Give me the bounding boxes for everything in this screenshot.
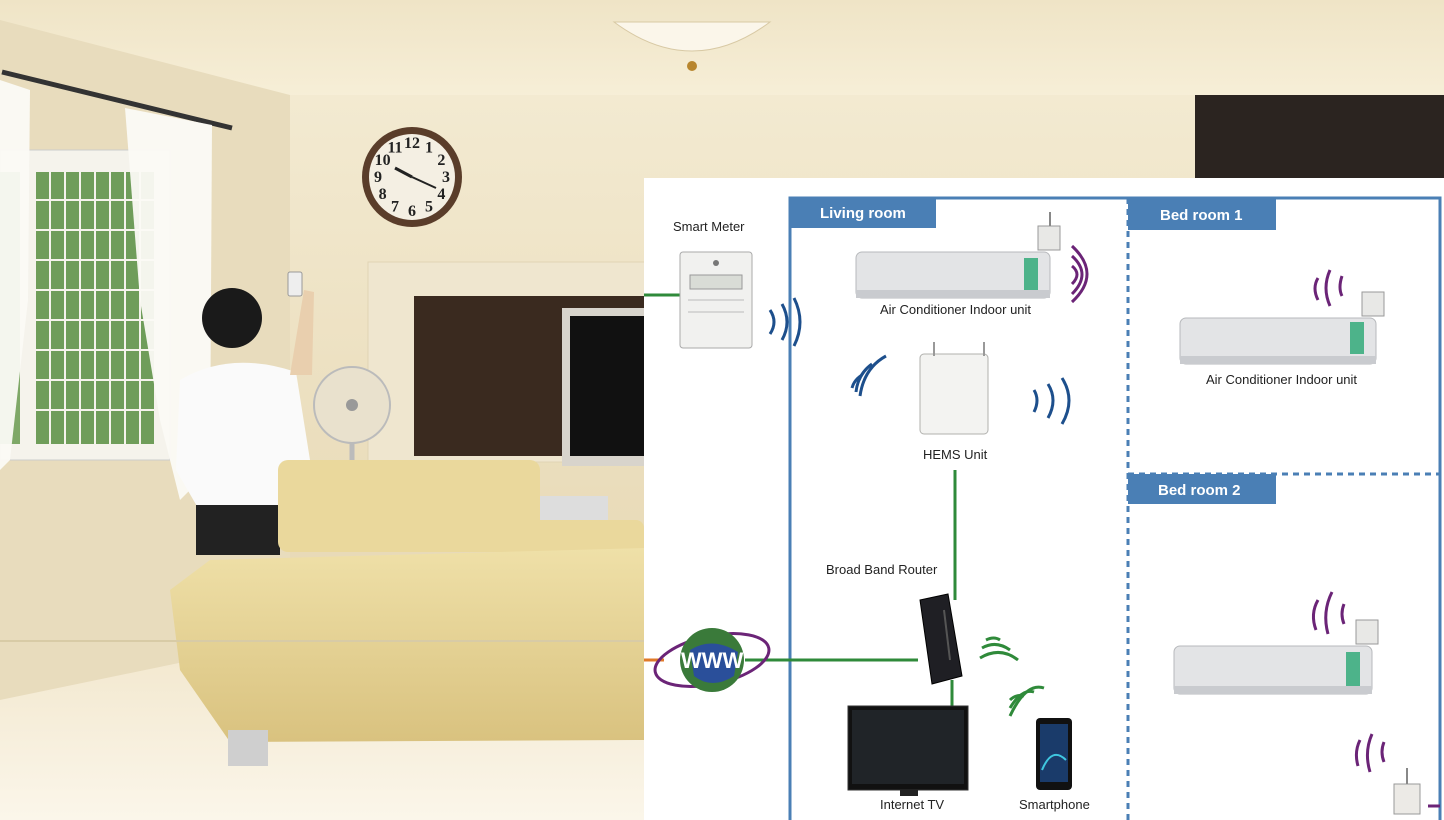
clock-numeral: 1: [425, 140, 433, 157]
air-conditioner-living-icon: [855, 212, 1061, 299]
clock-numeral: 4: [437, 186, 445, 203]
room-label-bed1-bg: [1128, 198, 1276, 230]
smart-meter-icon: [679, 251, 753, 349]
room-label-living: Living room: [820, 205, 906, 222]
smart-meter-label: Smart Meter: [673, 219, 745, 234]
room-label-bed2-bg: [1128, 474, 1276, 504]
air-conditioner-bed1-icon: [1179, 291, 1385, 365]
clock-numeral: 2: [437, 152, 445, 169]
clock-numeral: 9: [374, 169, 382, 186]
internet-tv-label: Internet TV: [880, 797, 944, 812]
ac-living-label: Air Conditioner Indoor unit: [880, 302, 1031, 317]
wireless-signal-icon: [850, 354, 887, 397]
wireless-signal-icon: [768, 297, 802, 347]
clock-numeral: 11: [387, 140, 402, 157]
ac-bed1-label: Air Conditioner Indoor unit: [1206, 372, 1357, 387]
broadband-router-icon: [919, 593, 963, 685]
ceiling-lamp: [612, 21, 772, 71]
clock-numeral: 7: [391, 198, 399, 215]
room-label-bed2: Bed room 2: [1158, 482, 1241, 499]
room-outline-living: [788, 196, 1442, 820]
router-label: Broad Band Router: [826, 562, 938, 577]
air-conditioner-bed2-icon: [1173, 619, 1379, 695]
internet-logo-text: WWW: [681, 648, 744, 673]
clock-numeral: 10: [375, 152, 391, 169]
hems-label: HEMS Unit: [923, 447, 988, 462]
wireless-signal-icon: [1008, 685, 1045, 717]
clock-numeral: 8: [379, 186, 387, 203]
room-label-bed1: Bed room 1: [1160, 207, 1243, 224]
smartphone-label: Smartphone: [1019, 797, 1090, 812]
room-label-living-bg: [790, 198, 936, 228]
hems-unit-icon: [919, 342, 989, 435]
clock-numeral: 3: [442, 169, 450, 186]
sofa: [170, 460, 644, 766]
smartphone-icon: [1036, 718, 1072, 790]
wired-links: [644, 293, 957, 708]
wireless-signal-icon: [979, 636, 1019, 662]
internet-tv-icon: [847, 705, 969, 796]
sensor-module-icon: [1393, 768, 1421, 815]
wireless-signal-icon: [1354, 733, 1386, 773]
internet-globe-icon: [653, 628, 771, 692]
wireless-signal-icon: [1311, 591, 1346, 635]
clock-numeral: 12: [404, 135, 420, 152]
wireless-signal-icon: [1070, 244, 1089, 304]
wireless-signal-icon: [1032, 377, 1071, 425]
wireless-signal-icon: [1313, 269, 1344, 307]
clock-numeral: 5: [425, 198, 433, 215]
clock-numeral: 6: [408, 203, 416, 220]
person-with-remote: [176, 271, 314, 555]
